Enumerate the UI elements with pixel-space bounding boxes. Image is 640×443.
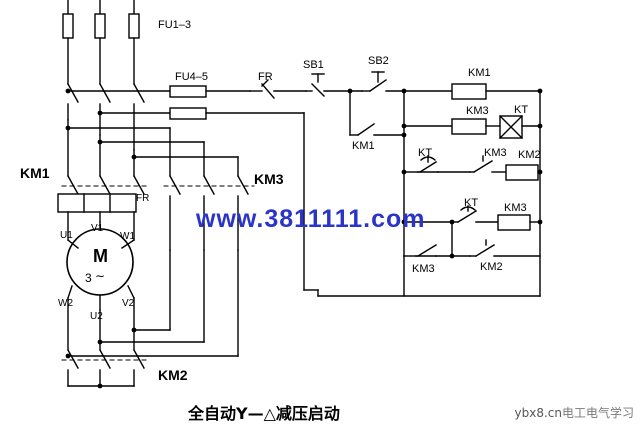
label-kt-no: KT	[464, 197, 479, 209]
watermark-url: www.3811111.com	[196, 205, 426, 233]
label-sb2: SB2	[368, 55, 389, 67]
label-kt-nc: KT	[418, 147, 433, 159]
label-km3-coil: KM3	[466, 105, 489, 117]
label-fu1-3: FU1–3	[158, 19, 192, 31]
footer-site: ybx8.cn	[514, 406, 562, 420]
label-motor-symbol: M	[93, 246, 108, 266]
diagram-caption: 全自动Y—△减压启动	[188, 404, 340, 423]
label-fu4-5: FU4–5	[175, 71, 209, 83]
label-km1-aux: KM1	[352, 140, 375, 152]
label-km1-coil: KM1	[468, 67, 491, 79]
footer-text: 电工电气学习	[561, 406, 634, 420]
label-motor-ac: ∼	[95, 269, 106, 283]
label-v1: V1	[91, 223, 104, 234]
label-u2: U2	[90, 311, 103, 322]
label-fr-heater: FR	[136, 193, 150, 204]
label-motor-phases: 3	[85, 271, 92, 285]
label-fr-control: FR	[258, 71, 273, 83]
label-km2-main: KM2	[158, 367, 188, 383]
label-u1: U1	[60, 230, 73, 241]
label-km3-coil-2: KM3	[504, 202, 527, 214]
label-km3-aux: KM3	[412, 263, 435, 275]
label-km3-nc: KM3	[484, 147, 507, 159]
label-sb1: SB1	[303, 59, 324, 71]
label-v2: V2	[122, 298, 135, 309]
label-km1-main: KM1	[20, 165, 50, 181]
label-w1: W1	[120, 231, 135, 242]
label-kt-coil: KT	[514, 104, 529, 116]
label-w2: W2	[58, 298, 73, 309]
footer-credit: ybx8.cn电工电气学习	[515, 404, 635, 421]
label-km3-main: KM3	[254, 171, 284, 187]
label-km2-coil: KM2	[518, 149, 541, 161]
label-km2-nc: KM2	[480, 261, 503, 273]
